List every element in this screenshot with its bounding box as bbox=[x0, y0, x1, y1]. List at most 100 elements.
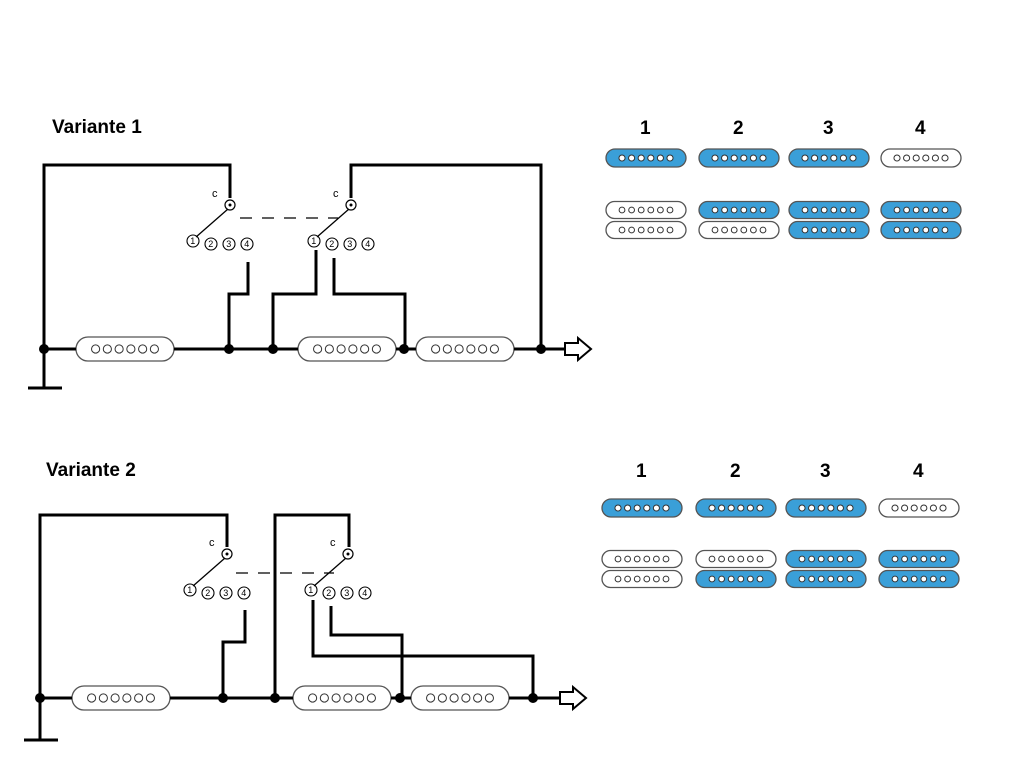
pickup-middle bbox=[297, 336, 397, 362]
pole-piece bbox=[454, 344, 464, 354]
pole-piece bbox=[114, 344, 124, 354]
pole-piece bbox=[466, 344, 476, 354]
pole-piece bbox=[657, 206, 664, 214]
pole-piece bbox=[891, 575, 899, 583]
pole-piece bbox=[817, 504, 825, 512]
pole-piece bbox=[737, 555, 745, 563]
switch-terminal-1 bbox=[307, 234, 321, 248]
pole-piece bbox=[366, 693, 376, 703]
pole-piece bbox=[920, 504, 928, 512]
pole-piece bbox=[801, 226, 809, 234]
common-terminal-label: c bbox=[330, 537, 336, 549]
pole-piece bbox=[903, 154, 911, 162]
pole-piece bbox=[903, 206, 910, 214]
wire-switch1-pos4 bbox=[227, 262, 250, 349]
pole-piece bbox=[730, 226, 738, 234]
pole-piece bbox=[846, 575, 854, 583]
switch-terminal-label: 4 bbox=[241, 588, 246, 598]
pole-piece bbox=[939, 555, 947, 563]
pole-piece bbox=[939, 575, 947, 583]
pole-piece bbox=[932, 226, 939, 234]
pole-piece bbox=[624, 575, 631, 583]
pole-piece bbox=[721, 206, 728, 214]
pole-piece bbox=[473, 693, 483, 703]
humbucker-bottom-state bbox=[698, 220, 780, 240]
pole-piece bbox=[624, 555, 631, 563]
switch-lever bbox=[313, 557, 347, 587]
pole-piece bbox=[901, 555, 908, 563]
pickup-body bbox=[71, 685, 171, 711]
pickup-body bbox=[75, 336, 175, 362]
pole-piece bbox=[708, 555, 716, 563]
pole-piece bbox=[149, 344, 159, 354]
column-number: 3 bbox=[823, 118, 834, 139]
switch-lever bbox=[316, 208, 350, 238]
junction-dot bbox=[268, 344, 278, 354]
switch-lever bbox=[195, 208, 229, 238]
switch-terminal-2 bbox=[325, 237, 339, 251]
pole-piece bbox=[740, 226, 748, 234]
switch-terminal-2 bbox=[201, 586, 215, 600]
pickup-body bbox=[880, 148, 962, 168]
pole-piece bbox=[931, 154, 939, 162]
humbucker-bottom-state bbox=[601, 569, 683, 589]
pole-piece bbox=[730, 154, 738, 162]
pole-piece bbox=[930, 575, 937, 583]
switch-terminal-4 bbox=[240, 237, 254, 251]
pole-piece bbox=[643, 575, 651, 583]
pole-piece bbox=[355, 693, 365, 703]
pole-piece bbox=[830, 154, 838, 162]
pickup-body bbox=[698, 220, 780, 240]
pole-piece bbox=[633, 575, 641, 583]
pole-piece bbox=[737, 504, 745, 512]
pole-piece bbox=[618, 206, 626, 214]
pole-piece bbox=[903, 226, 910, 234]
pole-piece bbox=[920, 555, 928, 563]
pickup-body bbox=[880, 200, 962, 220]
pole-piece bbox=[371, 344, 381, 354]
variant-2-title: Variante 2 bbox=[46, 460, 136, 481]
pole-piece bbox=[827, 555, 835, 563]
switch-terminal-3 bbox=[222, 237, 236, 251]
pole-piece bbox=[662, 504, 670, 512]
switch-terminal-label: 3 bbox=[347, 239, 352, 249]
wire-switch2-pos2 bbox=[329, 606, 404, 698]
pole-piece bbox=[929, 504, 937, 512]
pole-piece bbox=[718, 575, 725, 583]
pole-piece bbox=[939, 504, 947, 512]
switch-terminal-label: 2 bbox=[208, 239, 213, 249]
pole-piece bbox=[759, 154, 767, 162]
pickup-neck bbox=[75, 336, 175, 362]
pole-piece bbox=[837, 555, 844, 563]
single-coil-state bbox=[695, 498, 777, 518]
pole-piece bbox=[711, 206, 719, 214]
junction-dot bbox=[270, 693, 280, 703]
pickup-body bbox=[601, 498, 683, 518]
pickup-body bbox=[415, 336, 515, 362]
common-terminal-center bbox=[349, 203, 353, 207]
pole-piece bbox=[637, 206, 645, 214]
humbucker-bottom-state bbox=[785, 569, 867, 589]
pole-piece bbox=[426, 693, 436, 703]
pole-piece bbox=[830, 206, 838, 214]
pickup-body bbox=[698, 200, 780, 220]
switch-terminal-label: 4 bbox=[362, 588, 367, 598]
pole-piece bbox=[901, 575, 908, 583]
common-terminal-center bbox=[346, 552, 350, 556]
pole-piece bbox=[614, 504, 622, 512]
pole-piece bbox=[910, 575, 918, 583]
pole-piece bbox=[846, 555, 854, 563]
pole-piece bbox=[666, 226, 674, 234]
pole-piece bbox=[727, 555, 735, 563]
pole-piece bbox=[759, 206, 767, 214]
column-number: 3 bbox=[820, 461, 831, 482]
pole-piece bbox=[437, 693, 447, 703]
humbucker-bottom-state bbox=[605, 220, 687, 240]
pole-piece bbox=[98, 693, 108, 703]
pole-piece bbox=[830, 226, 838, 234]
pole-piece bbox=[840, 226, 847, 234]
pole-piece bbox=[666, 154, 674, 162]
pickup-body bbox=[878, 498, 960, 518]
single-coil-state bbox=[698, 148, 780, 168]
wire-switch2-pos1 bbox=[271, 250, 318, 349]
